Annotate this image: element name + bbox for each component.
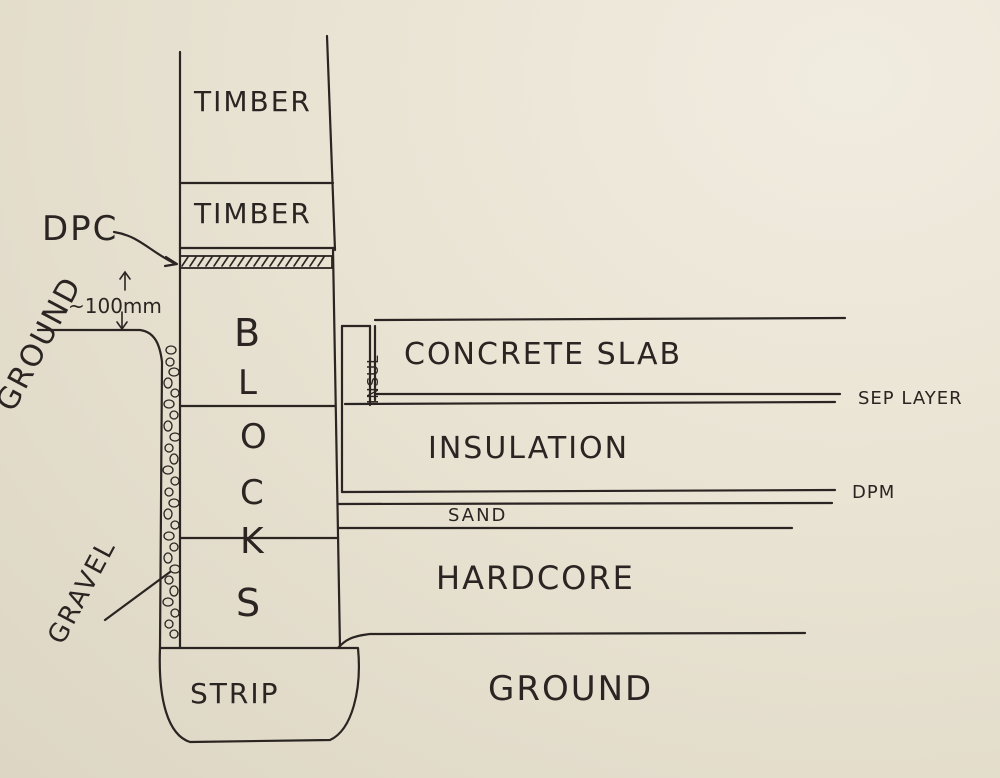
dpc-arrowhead	[163, 255, 179, 268]
dpc-strip	[179, 255, 333, 269]
blocks-letter-o: O	[240, 417, 269, 457]
ground-right-label: GROUND	[488, 669, 654, 709]
blocks-letter-c: C	[240, 473, 266, 513]
blocks-letter-b: B	[234, 311, 263, 355]
gravel-trench-line	[158, 360, 164, 650]
sep-layer-line	[343, 400, 837, 406]
sand-label: SAND	[448, 505, 508, 526]
blocks-letter-l: L	[238, 363, 259, 403]
timber-lower-label: TIMBER	[194, 197, 312, 230]
wall-right-lower-line	[331, 248, 342, 650]
hardcore-label: HARDCORE	[436, 559, 635, 597]
dim-arrow-down-head	[116, 321, 128, 331]
blocks-letter-k: K	[240, 521, 266, 562]
dpm-line-lower	[336, 501, 834, 506]
wall-right-upper-line	[325, 34, 337, 252]
dpc-pointer-arrow	[112, 230, 178, 266]
insul-label: INSUL	[364, 354, 382, 404]
dim-arrow-up-head	[119, 270, 131, 280]
blocks-letter-s: S	[236, 581, 263, 625]
hardcore-base-line	[336, 631, 807, 650]
gravel-pebbles	[162, 345, 181, 639]
insulation-label: INSULATION	[428, 431, 630, 466]
dimension-100mm-label: ~100mm	[68, 294, 162, 318]
dpc-label: DPC	[42, 209, 119, 249]
dpm-line-upper	[340, 488, 837, 494]
slab-top-line	[373, 316, 847, 322]
strip-footing-outline	[158, 646, 360, 744]
dpc-hatching	[181, 256, 325, 267]
ground-left-line	[36, 328, 164, 364]
timber-top-label: TIMBER	[194, 85, 312, 118]
dpm-label: DPM	[852, 482, 896, 503]
gravel-pointer-line	[103, 570, 172, 622]
sep-layer-label: SEP LAYER	[858, 388, 963, 409]
strip-label: STRIP	[190, 677, 280, 710]
concrete-slab-label: CONCRETE SLAB	[404, 337, 683, 372]
